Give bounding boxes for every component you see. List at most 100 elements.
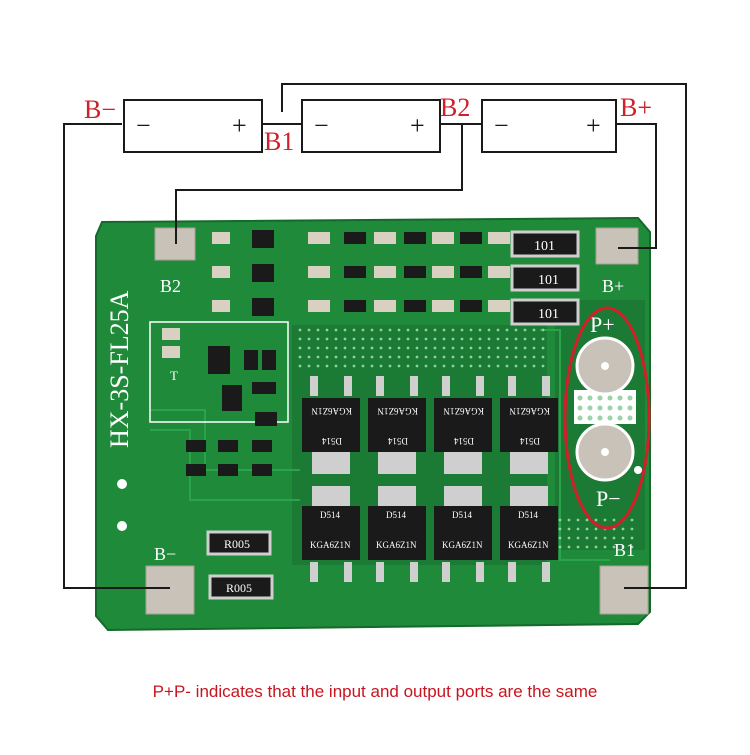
mosfet <box>368 506 426 560</box>
resistor-label: 101 <box>538 273 559 288</box>
mosfet <box>302 398 360 452</box>
smd-transistor <box>252 298 274 316</box>
mosfet-code: KGA6Z1N <box>442 540 483 550</box>
mosfet-tab <box>444 486 482 508</box>
resistor-label: 101 <box>534 239 555 254</box>
mosfet-code: KGA6Z1N <box>310 540 351 550</box>
mount-hole <box>634 466 642 474</box>
battery-plus: + <box>232 111 247 140</box>
shunt-resistors: R005 R005 <box>206 530 274 600</box>
mosfet-tab <box>312 486 350 508</box>
smd-component <box>432 266 454 278</box>
smd-component <box>344 300 366 312</box>
smd-component <box>488 232 510 244</box>
mosfet <box>500 506 558 560</box>
smd-component <box>374 232 396 244</box>
smd-component <box>344 266 366 278</box>
smd-component <box>404 300 426 312</box>
mosfet-tab <box>510 452 548 474</box>
pad-label-b-plus: B+ <box>602 276 624 296</box>
mosfet-tab <box>510 486 548 508</box>
smd-component <box>404 266 426 278</box>
smd-component <box>404 232 426 244</box>
smd-component-area <box>149 321 289 476</box>
smd-component <box>432 232 454 244</box>
shunt-label: R005 <box>226 581 252 595</box>
mosfet <box>500 398 558 452</box>
terminal-b-minus: B− <box>84 95 116 124</box>
smd-component <box>308 232 330 244</box>
wiring <box>63 83 687 589</box>
smd-component <box>460 266 482 278</box>
mount-hole <box>117 479 127 489</box>
smd-component <box>432 300 454 312</box>
terminal-b-plus: B+ <box>620 93 652 122</box>
smd-transistor <box>252 230 274 248</box>
pad-b-plus <box>595 227 639 265</box>
smd-resistor <box>212 232 230 244</box>
smd-component <box>308 266 330 278</box>
terminal-b2: B2 <box>440 93 470 122</box>
p-plus-label: P+ <box>590 312 615 337</box>
mosfet-sub-code: D514 <box>452 510 472 520</box>
mount-hole <box>117 521 127 531</box>
output-pads <box>574 336 636 482</box>
resistors-101: 101 101 101 <box>510 230 580 326</box>
p-ports-highlight <box>563 306 651 530</box>
battery-2: − + <box>301 99 441 153</box>
mosfet-code: KGA6Z1N <box>443 406 484 416</box>
mosfet <box>434 398 492 452</box>
shunt-label: R005 <box>224 537 250 551</box>
smd-component <box>374 300 396 312</box>
mosfet-sub-code: D514 <box>320 510 340 520</box>
smd-component <box>460 232 482 244</box>
mosfet-sub-code: D514 <box>520 436 540 446</box>
mosfet-code: KGA6Z1N <box>509 406 550 416</box>
battery-plus: + <box>410 111 425 140</box>
mosfet-tab <box>444 452 482 474</box>
smd-component <box>374 266 396 278</box>
via-grid <box>298 328 634 549</box>
pad-label-b2: B2 <box>160 276 181 296</box>
mosfet-code: KGA6Z1N <box>311 406 352 416</box>
component-rows <box>212 230 510 316</box>
mosfet <box>302 506 360 560</box>
smd-component <box>460 300 482 312</box>
smd-component <box>488 300 510 312</box>
mark-t: T <box>170 368 178 383</box>
mosfet-tab <box>312 452 350 474</box>
mosfet-code: KGA6Z1N <box>508 540 549 550</box>
pad-b1 <box>599 565 649 615</box>
battery-3: − + <box>481 99 617 153</box>
mosfet-sub-code: D514 <box>322 436 342 446</box>
battery-plus: + <box>586 111 601 140</box>
pad-label-b1: B1 <box>614 540 635 560</box>
mosfet-sub-code: D514 <box>388 436 408 446</box>
smd-resistor <box>212 300 230 312</box>
mosfet <box>368 398 426 452</box>
resistor-label: 101 <box>538 307 559 322</box>
mosfet-tab <box>378 452 416 474</box>
smd-component <box>488 266 510 278</box>
mosfet-sub-code: D514 <box>454 436 474 446</box>
battery-minus: − <box>314 111 329 140</box>
mosfet-code: KGA6Z1N <box>377 406 418 416</box>
pad-label-b-minus: B− <box>154 544 176 564</box>
board-model-label: HX-3S-FL25A <box>105 290 134 448</box>
smd-component <box>344 232 366 244</box>
mosfet-sub-code: D514 <box>386 510 406 520</box>
mosfet-sub-code: D514 <box>518 510 538 520</box>
solder-pads <box>145 227 649 615</box>
mosfet-code: KGA6Z1N <box>376 540 417 550</box>
terminal-b1: B1 <box>264 127 294 156</box>
smd-transistor <box>252 264 274 282</box>
smd-component <box>308 300 330 312</box>
caption: P+P- indicates that the input and output… <box>152 682 598 701</box>
mosfet <box>434 506 492 560</box>
p-minus-label: P− <box>596 486 621 511</box>
smd-resistor <box>212 266 230 278</box>
pad-b-minus <box>145 565 195 615</box>
mosfet-array: KGA6Z1ND514KGA6Z1ND514KGA6Z1ND514KGA6Z1N… <box>302 376 558 582</box>
